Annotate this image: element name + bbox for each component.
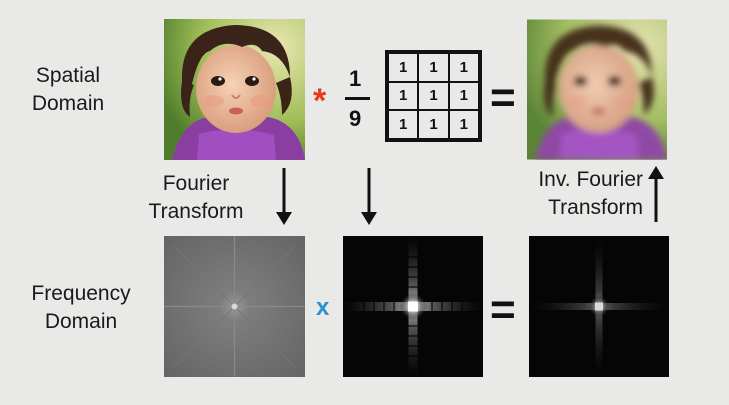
- convolve-operator: *: [313, 82, 327, 120]
- product-spectrum: [529, 236, 669, 377]
- image-spectrum-plot: [164, 236, 305, 377]
- kernel-cell: 1: [448, 110, 479, 139]
- child-photo-sharp: [164, 19, 305, 160]
- inverse-fourier-transform-label: Inv. Fourier Transform: [538, 168, 643, 219]
- image-spectrum: [164, 236, 305, 377]
- kernel-cell: 1: [418, 81, 449, 111]
- frequency-domain-label: Frequency Domain: [31, 282, 131, 333]
- filter-spectrum: [343, 236, 483, 377]
- equals-operator-spatial: =: [490, 73, 516, 122]
- down-arrow-icon: [276, 168, 292, 225]
- original-photo: [164, 19, 305, 160]
- kernel-cell: 1: [418, 110, 449, 139]
- kernel-cell: 1: [448, 53, 479, 82]
- kernel-cell: 1: [388, 81, 419, 111]
- up-arrow-icon: [648, 166, 664, 222]
- filter-spectrum-plot: [343, 236, 483, 377]
- blurred-photo: [527, 19, 667, 160]
- multiply-operator: x: [316, 294, 330, 321]
- kernel-cell: 1: [448, 81, 479, 111]
- spatial-domain-label: Spatial Domain: [31, 64, 105, 115]
- fraction-bar: [345, 97, 370, 100]
- kernel-numerator: 1: [349, 66, 362, 91]
- down-arrow-icon: [361, 168, 377, 225]
- fourier-transform-label: Fourier Transform: [148, 172, 244, 223]
- kernel-cell: 1: [418, 53, 449, 82]
- kernel-cell: 1: [388, 53, 419, 82]
- product-spectrum-plot: [529, 236, 669, 377]
- kernel-cell: 1: [388, 110, 419, 139]
- child-photo-blurred: [527, 19, 667, 160]
- kernel-denominator: 9: [349, 106, 362, 131]
- box-filter-kernel: 1 1 1 1 1 1 1 1 1: [385, 50, 482, 142]
- equals-operator-frequency: =: [490, 285, 516, 334]
